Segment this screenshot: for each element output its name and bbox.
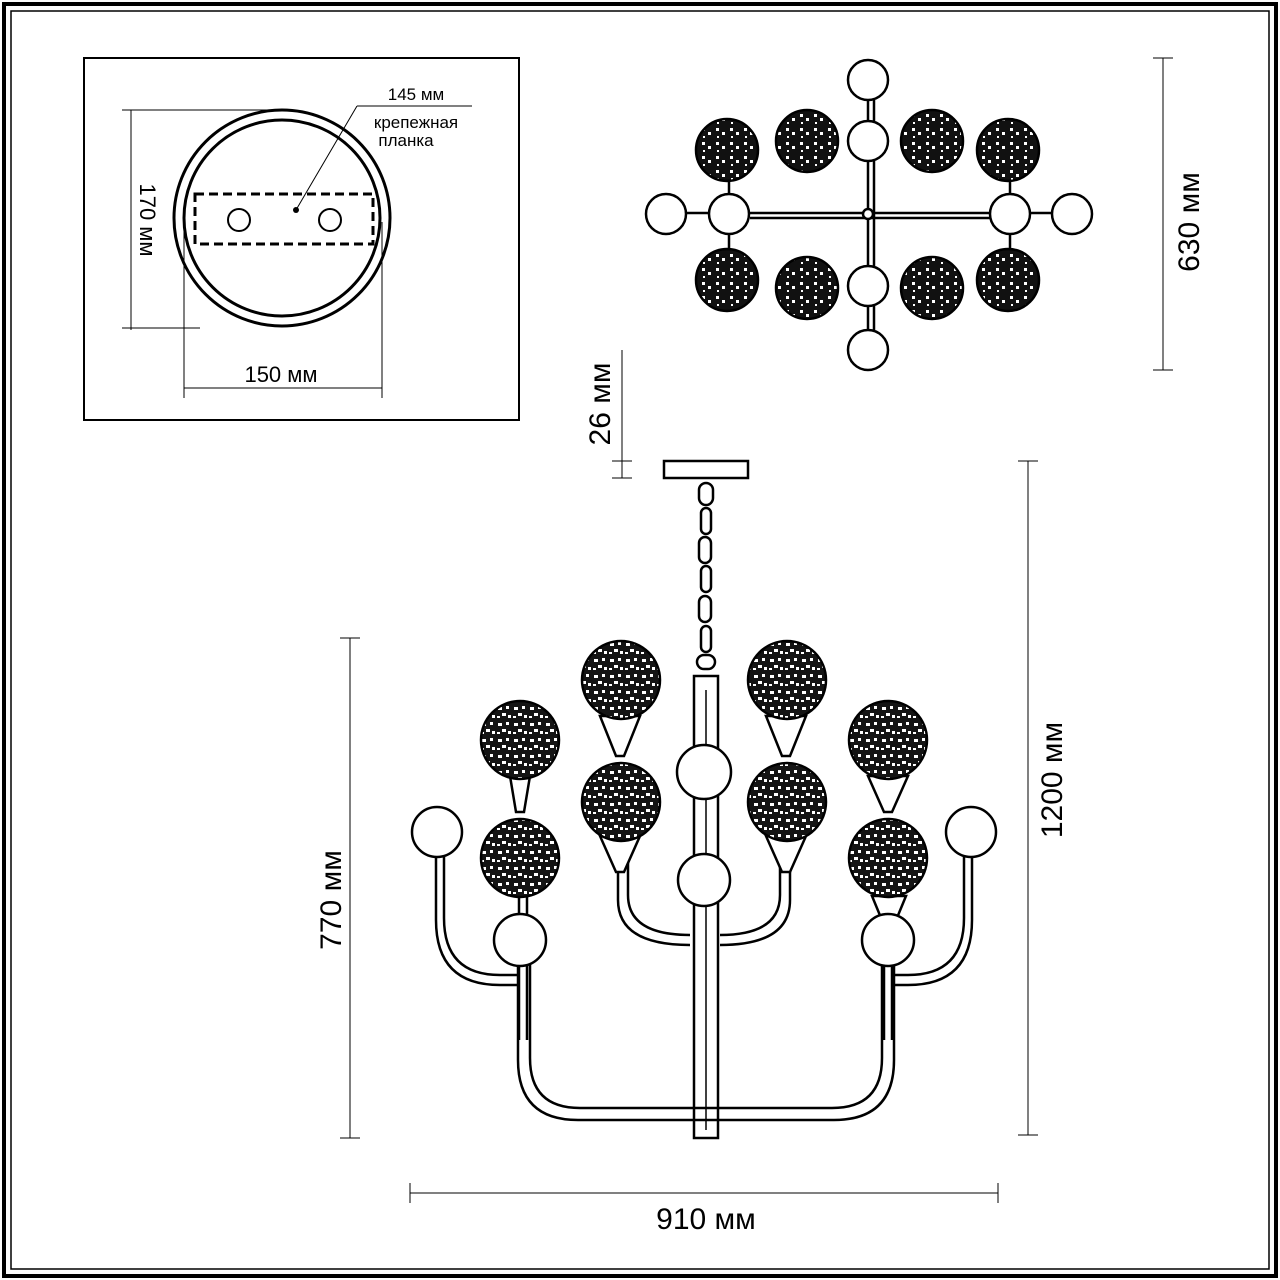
mount-height-label: 170 мм — [135, 183, 160, 256]
white-globe — [410, 805, 464, 859]
plate-label-line2: планка — [378, 131, 434, 150]
lattice-shade — [479, 817, 561, 899]
bottom-frame — [516, 960, 896, 1122]
top-globe — [707, 192, 751, 236]
inner-arm — [616, 860, 691, 947]
white-globe — [944, 805, 998, 859]
total-height-label: 1200 мм — [1036, 722, 1069, 838]
white-globe — [860, 912, 916, 968]
lattice-shade — [479, 699, 561, 781]
top-globe — [1050, 192, 1094, 236]
top-shade — [694, 117, 760, 183]
body-height-label: 770 мм — [315, 850, 348, 950]
white-globe — [676, 852, 732, 908]
top-globe — [846, 58, 890, 102]
top-view — [644, 58, 1094, 372]
front-width-dimension — [409, 1183, 999, 1203]
shade-holder — [764, 714, 808, 758]
screw-hole-left — [227, 208, 251, 232]
front-width-label: 910 мм — [656, 1203, 756, 1236]
depth-label: 630 мм — [1173, 172, 1206, 272]
top-shade — [774, 108, 840, 174]
left-side-arm — [434, 850, 518, 987]
top-shade — [975, 247, 1041, 313]
mounting-plate — [193, 192, 375, 246]
top-center-hub — [861, 207, 875, 221]
mount-width-label: 150 мм — [244, 362, 317, 387]
top-globe — [644, 192, 688, 236]
canopy — [662, 459, 750, 480]
top-shade — [975, 117, 1041, 183]
bottom-frame-inner — [528, 960, 884, 1110]
left-side-arm-inner — [442, 850, 518, 977]
depth-dimension — [1153, 57, 1173, 371]
white-globe — [492, 912, 548, 968]
right-side-arm-inner — [894, 850, 966, 977]
top-globe — [846, 119, 890, 163]
lattice-shade — [580, 761, 662, 843]
plate-label-line1: крепежная — [374, 113, 458, 132]
shade-holder — [508, 774, 532, 814]
lattice-shade — [847, 817, 929, 899]
front-view — [410, 459, 998, 1140]
shade-holder — [598, 714, 642, 758]
mount-detail-frame — [83, 57, 520, 421]
mount-inner-ring — [182, 118, 382, 318]
canopy-dimension — [612, 350, 632, 479]
page-border-inner — [10, 10, 1270, 1270]
lattice-shade — [847, 699, 929, 781]
inner-arm — [719, 860, 782, 937]
mount-outer-ring — [172, 108, 392, 328]
total-height-dimension — [1018, 460, 1038, 1136]
screw-hole-right — [318, 208, 342, 232]
top-shade — [774, 255, 840, 321]
mount-detail: 145 мм крепежная планка 170 мм 150 мм — [83, 57, 520, 421]
body-height-dimension — [340, 637, 360, 1139]
top-globe — [846, 328, 890, 372]
plate-length-label: 145 мм — [388, 85, 444, 104]
lattice-shade — [580, 639, 662, 721]
white-globe — [675, 743, 733, 801]
top-shade — [899, 255, 965, 321]
canopy-height-label: 26 мм — [584, 363, 617, 446]
chain — [695, 481, 717, 671]
shade-holder — [866, 774, 910, 814]
inner-arm — [719, 860, 792, 947]
top-shade — [694, 247, 760, 313]
lattice-shade — [746, 639, 828, 721]
leader-line — [295, 105, 358, 211]
right-side-arm — [894, 850, 974, 987]
top-globe — [846, 264, 890, 308]
top-shade — [899, 108, 965, 174]
inner-arm — [626, 860, 691, 937]
lattice-shade — [746, 761, 828, 843]
top-globe — [988, 192, 1032, 236]
